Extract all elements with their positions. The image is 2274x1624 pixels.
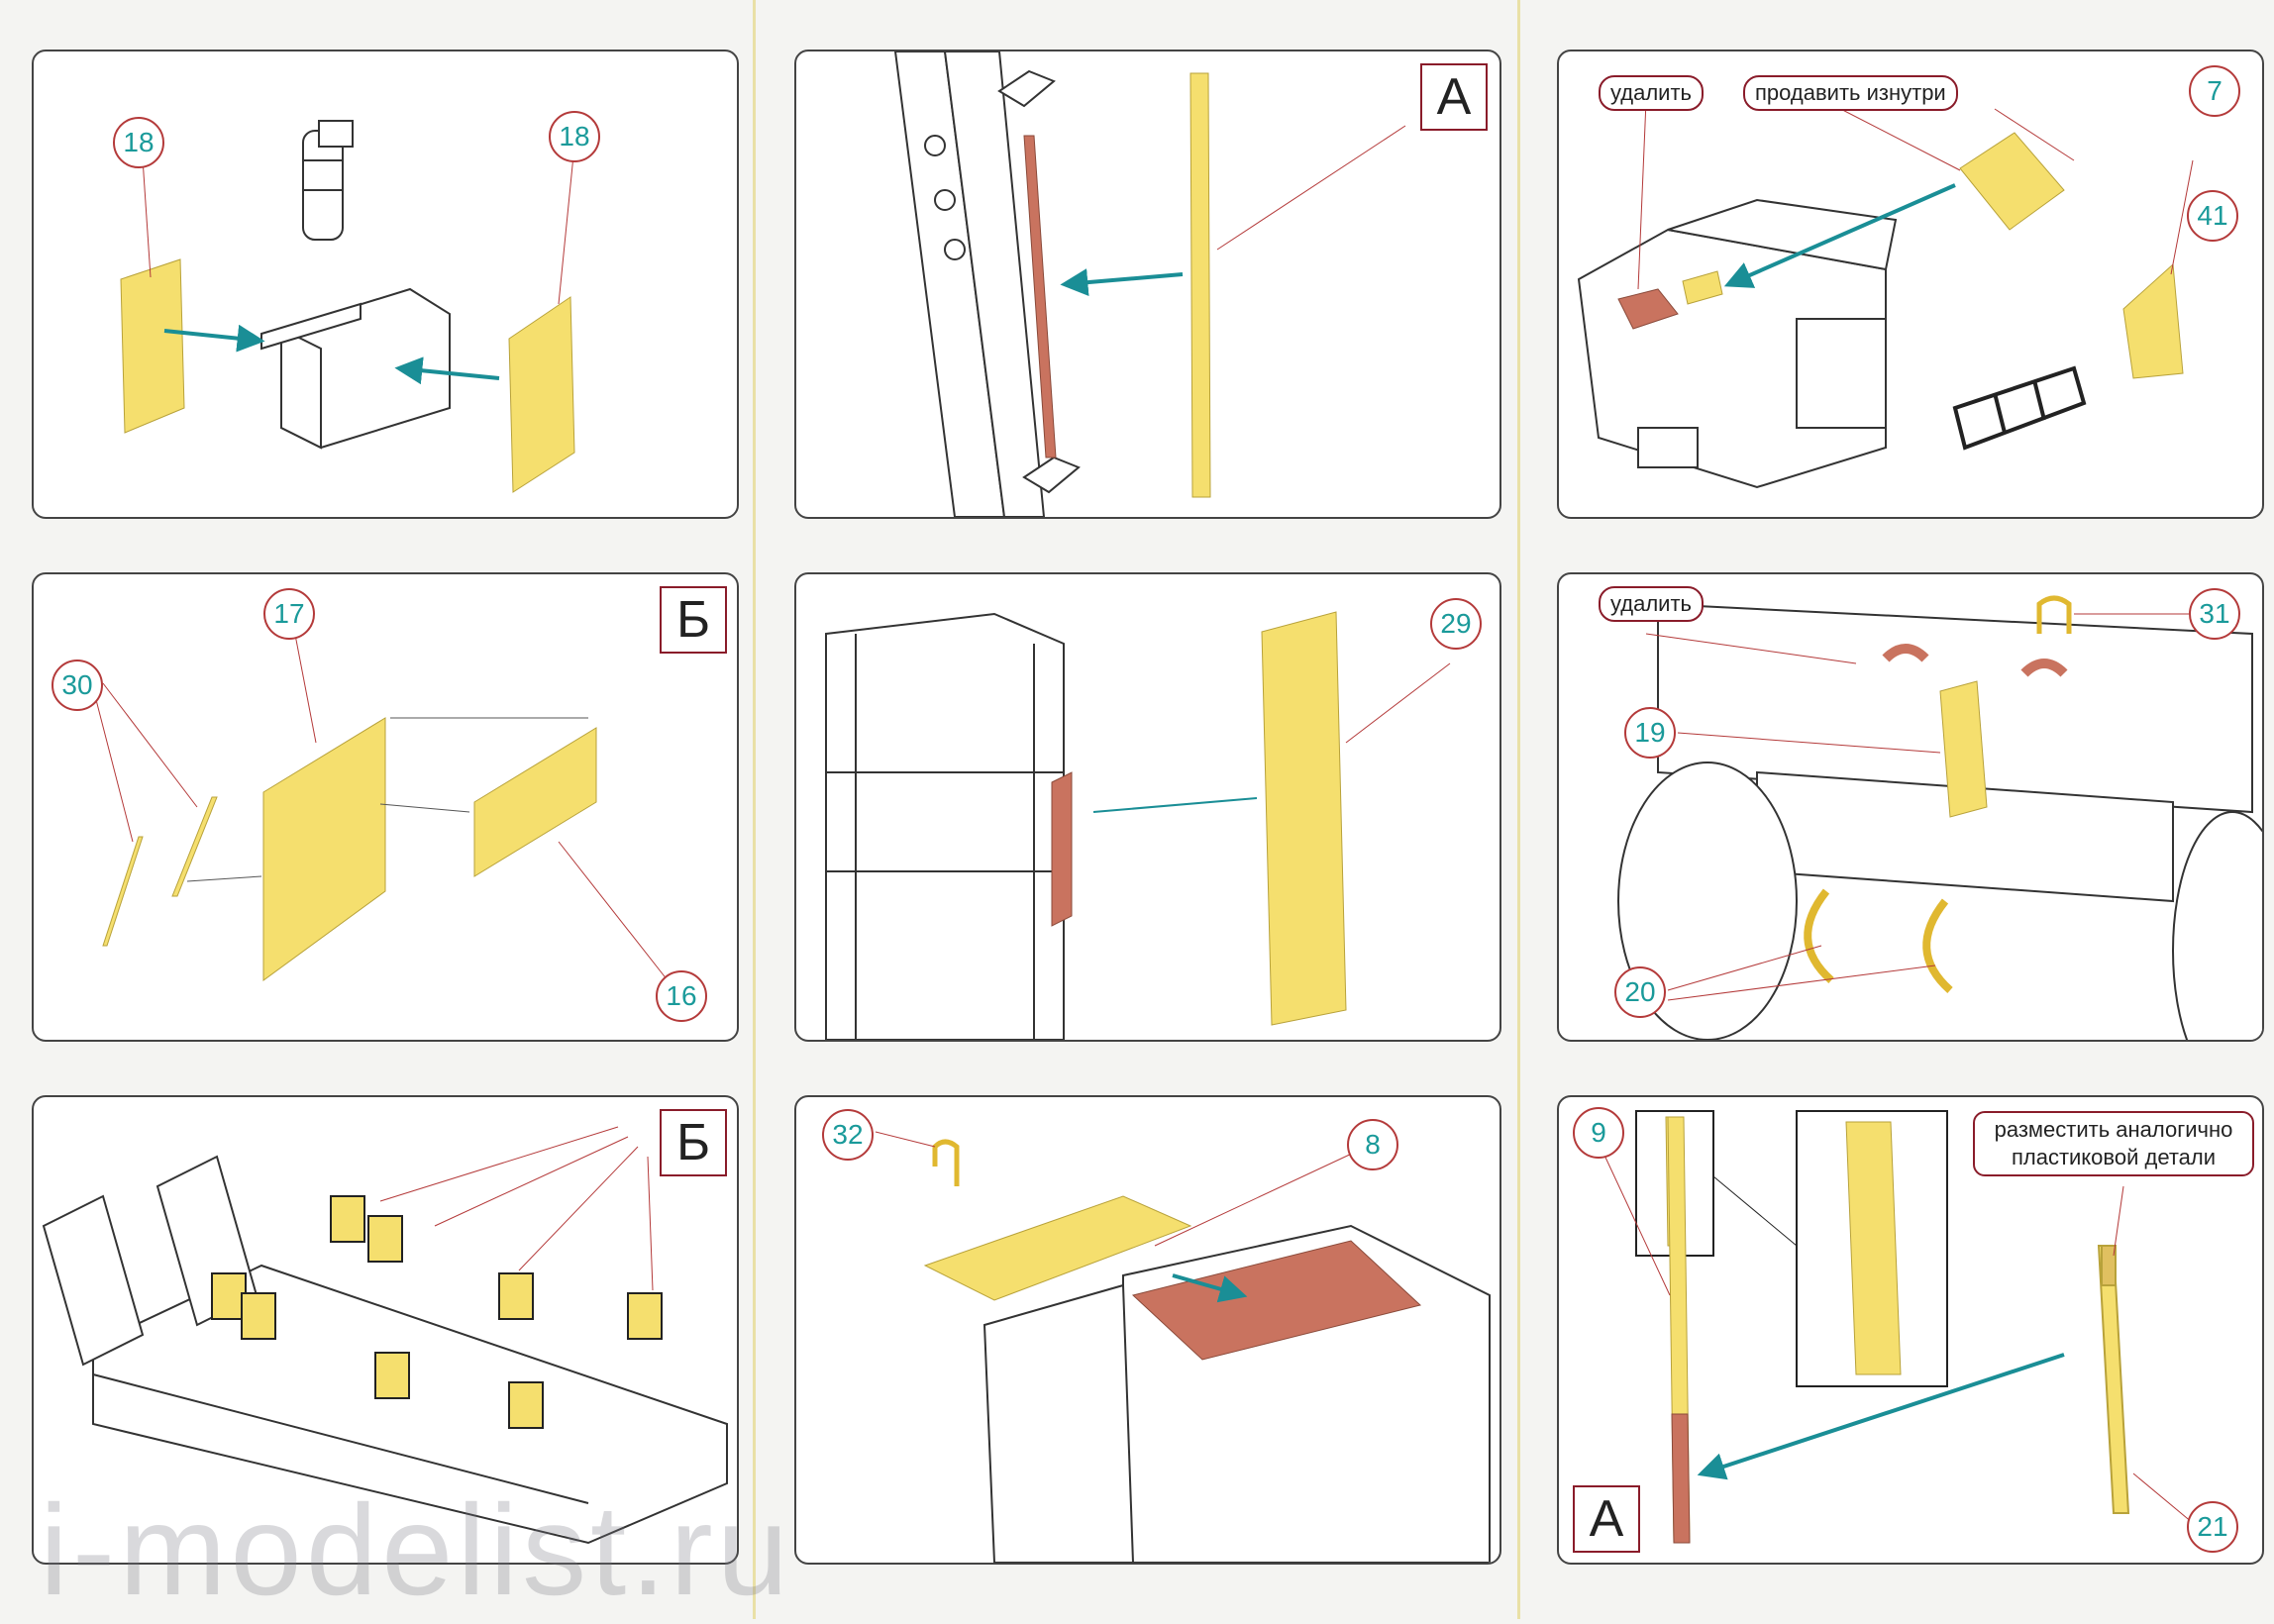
callout-17: 17 [263, 588, 315, 640]
pe-panel-17 [262, 717, 386, 981]
removed-handle-b [2020, 659, 2068, 677]
section-label-b: Б [660, 586, 727, 654]
pe-grid-8 [923, 1195, 1192, 1301]
pe-ladder-installed [1023, 135, 1057, 458]
callout-20: 20 [1614, 966, 1666, 1018]
callout-18-b: 18 [549, 111, 600, 162]
pe-installed-7 [1682, 270, 1723, 305]
step-frame [1952, 365, 2087, 451]
callout-21: 21 [2187, 1501, 2238, 1553]
page-fold-left [753, 0, 756, 1619]
extinguisher [302, 120, 354, 241]
panel-4: Б 17 30 16 [32, 572, 739, 1042]
note-remove: удалить [1599, 75, 1705, 111]
callout-9: 9 [1573, 1107, 1624, 1159]
pe-plate-7 [1959, 132, 2065, 231]
callout-29: 29 [1430, 598, 1482, 650]
pe-panel-16 [473, 727, 597, 877]
pe-mudflap-20-b [1922, 898, 1953, 993]
pe-plate-18-left [120, 258, 185, 434]
pe-strip-30-b [171, 796, 218, 897]
pe-bracket-41 [2122, 262, 2184, 379]
panel-9: 9 А разместить аналогично пластиковой де… [1557, 1095, 2264, 1565]
section-label-a-2: А [1573, 1485, 1640, 1553]
note-remove-2: удалить [1599, 586, 1705, 622]
panel-3-drawing [1577, 98, 2194, 489]
page-fold-right [1517, 0, 1520, 1619]
pe-plate-18-right [508, 296, 575, 493]
part-21 [2097, 1245, 2130, 1514]
pe-ladder-29 [1261, 611, 1347, 1026]
pe-brackets [211, 1195, 663, 1429]
panel-2: А [794, 50, 1501, 519]
pe-ladder-9-large [1845, 1121, 1902, 1375]
callout-32: 32 [822, 1109, 874, 1161]
panel-9-drawing [1600, 1110, 2194, 1544]
panel-7: Б [32, 1095, 739, 1565]
pe-mudflap-20-a [1804, 888, 1834, 983]
mount-box [260, 287, 451, 450]
pe-part-19 [1939, 680, 1988, 818]
truck-cab [1577, 198, 1898, 489]
removed-handle-a [1882, 644, 1929, 662]
section-label-a: А [1420, 63, 1488, 131]
panel-8-drawing [875, 1131, 1491, 1563]
pe-ladder-installed-29 [1051, 771, 1073, 927]
panel-6: удалить 31 19 20 [1557, 572, 2264, 1042]
panel-7-drawing [42, 1126, 728, 1545]
callout-18-a: 18 [113, 117, 164, 168]
callout-19: 19 [1624, 707, 1676, 759]
pe-handle-31 [2036, 595, 2072, 634]
callout-41: 41 [2187, 190, 2238, 242]
panel-8: 32 8 [794, 1095, 1501, 1565]
pe-ladder-9-installed [1671, 1413, 1691, 1544]
panel-5: 29 [794, 572, 1501, 1042]
callout-8: 8 [1347, 1119, 1398, 1170]
panel-3: удалить продавить изнутри 7 41 [1557, 50, 2264, 519]
watermark: i-modelist.ru [40, 1477, 792, 1622]
pe-grid-installed-8 [1131, 1240, 1422, 1361]
pe-strip-30-a [102, 836, 144, 947]
chassis-side [1617, 602, 2262, 1040]
callout-31: 31 [2189, 588, 2240, 640]
panel-5-drawing [825, 611, 1451, 1040]
callout-30: 30 [52, 660, 103, 711]
pe-handle-32 [932, 1139, 960, 1186]
panel-2-drawing [893, 51, 1406, 517]
callout-7: 7 [2189, 65, 2240, 117]
panel-1: 18 18 [32, 50, 739, 519]
panel-1-drawing [120, 120, 575, 493]
tower-frame [825, 612, 1065, 1040]
removed-part [1617, 288, 1679, 330]
launch-tube [893, 51, 1081, 517]
pe-ladder-part [1189, 72, 1211, 498]
section-label-b-2: Б [660, 1109, 727, 1176]
note-push-inside: продавить изнутри [1743, 75, 1958, 111]
panel-6-drawing [1617, 595, 2262, 1040]
panel-4-drawing [92, 613, 669, 981]
note-place-like-plastic: разместить аналогично пластиковой детали [1973, 1111, 2254, 1176]
callout-16: 16 [656, 970, 707, 1022]
